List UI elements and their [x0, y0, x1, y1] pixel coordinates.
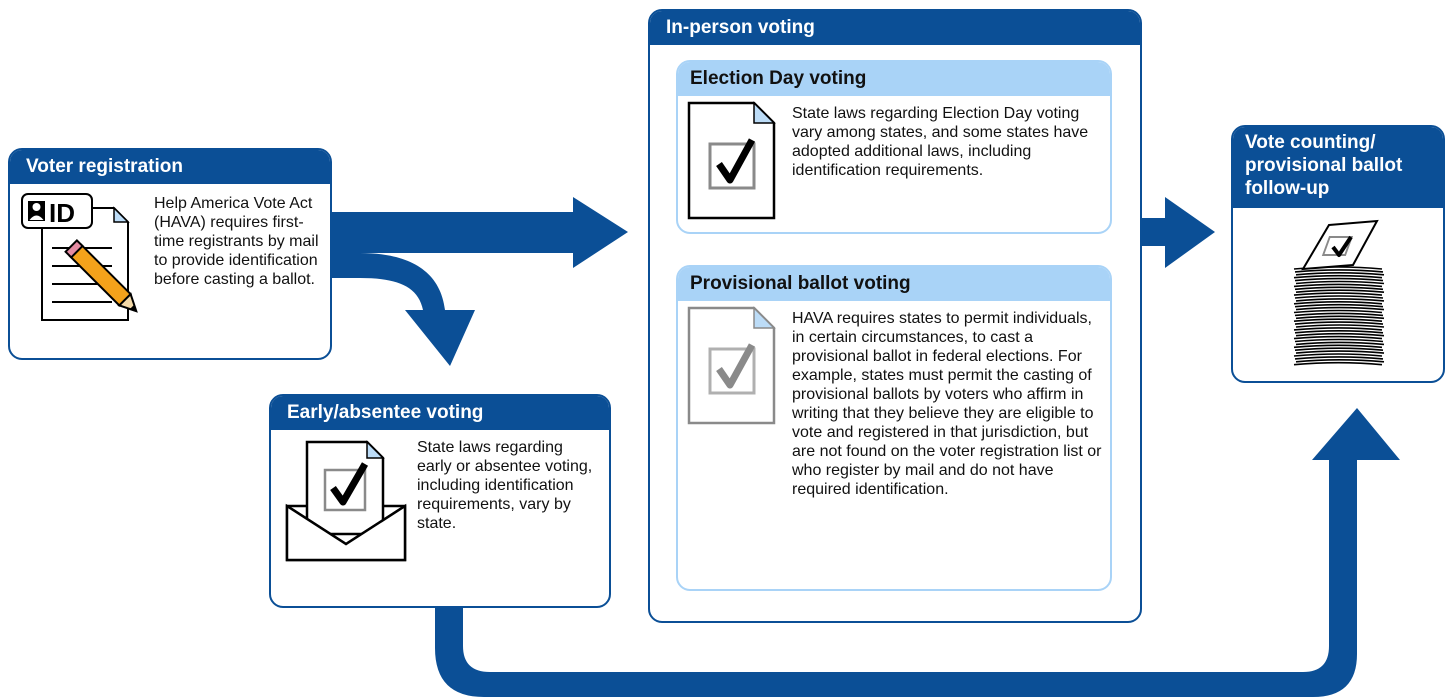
arrow-registration-to-early-absentee [330, 253, 475, 366]
ballot-stack-icon [1293, 219, 1385, 370]
arrow-in-person-to-vote-counting [1140, 197, 1215, 268]
election-day-description: State laws regarding Election Day voting… [792, 105, 1089, 179]
arrow-registration-to-in-person [330, 197, 628, 268]
in-person-title: In-person voting [650, 11, 1140, 45]
id-card-registration-form-pencil-icon: ID [21, 193, 138, 321]
provisional-ballot-gray-icon [687, 306, 776, 425]
provisional-description: HAVA requires states to permit individua… [792, 310, 1102, 498]
early-absentee-description: State laws regarding early or absentee v… [417, 439, 593, 532]
ballot-checkmark-icon [687, 101, 776, 220]
provisional-ballot-voting: Provisional ballot voting HAVA requires … [676, 265, 1112, 591]
ballot-in-envelope-icon [285, 440, 407, 562]
stage-voter-registration: Voter registration ID Help America Vote … [8, 148, 332, 360]
election-day-title: Election Day voting [678, 62, 1110, 96]
election-day-voting: Election Day voting State laws regarding… [676, 60, 1112, 234]
id-card-label: ID [49, 198, 75, 228]
voter-registration-description: Help America Vote Act (HAVA) requires fi… [154, 195, 319, 288]
vote-counting-title: Vote counting/ provisional ballot follow… [1233, 127, 1443, 208]
early-absentee-title: Early/absentee voting [271, 396, 609, 430]
stage-early-absentee-voting: Early/absentee voting State laws regardi… [269, 394, 611, 608]
voter-registration-title: Voter registration [10, 150, 330, 184]
ballot-stack-sheets [1293, 264, 1385, 370]
stage-vote-counting: Vote counting/ provisional ballot follow… [1231, 125, 1445, 383]
provisional-title: Provisional ballot voting [678, 267, 1110, 301]
